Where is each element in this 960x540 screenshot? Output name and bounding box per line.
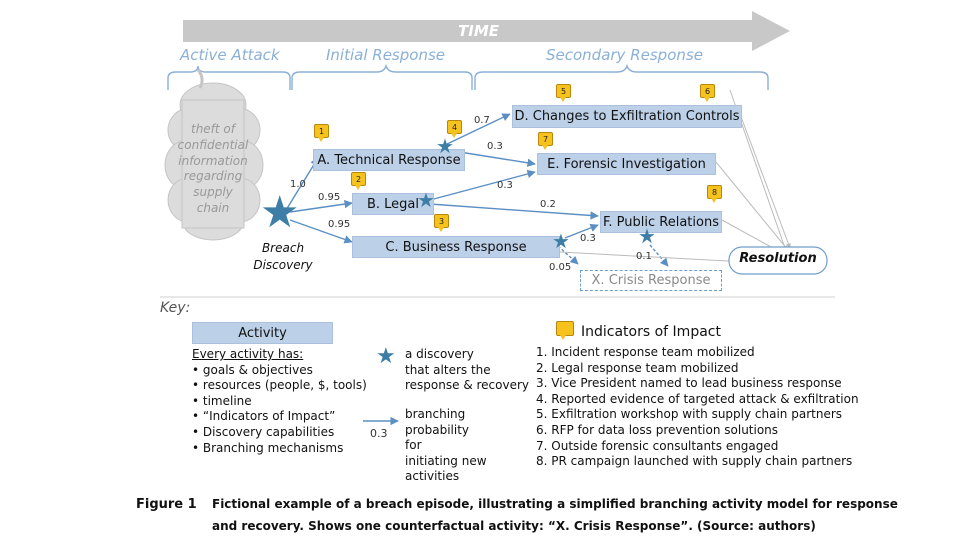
key-indicators-list: 1. Incident response team mobilized 2. L… <box>536 345 859 469</box>
key-discovery-text: a discovery that alters the response & r… <box>405 347 530 393</box>
activity-f-public-relations: F. Public Relations <box>600 211 722 233</box>
prob-to-b: 0.95 <box>318 192 341 203</box>
time-arrow <box>183 11 790 51</box>
prob-a-to-d: 0.7 <box>474 115 490 126</box>
key-activity-box: Activity <box>192 322 333 344</box>
key-discovery-star-icon: ★ <box>376 344 396 369</box>
indicator-bubble-4: 4 <box>447 120 462 138</box>
activity-x-crisis-response: X. Crisis Response <box>580 270 722 291</box>
indicator-bubble-5: 5 <box>556 84 571 102</box>
key-branch-value: 0.3 <box>370 427 388 440</box>
indicator-bubble-1: 1 <box>314 124 329 142</box>
prob-to-c: 0.95 <box>328 219 351 230</box>
activity-b-legal: B. Legal <box>352 193 434 215</box>
discovery-star-icon-f: ★ <box>638 224 656 248</box>
cloud-text: theft of confidential information regard… <box>177 122 249 215</box>
phase-initial-response: Initial Response <box>326 46 445 64</box>
time-label: TIME <box>458 22 499 40</box>
indicator-bubble-2: 2 <box>351 172 366 190</box>
activity-c-business-response: C. Business Response <box>352 236 560 258</box>
cloud-shape <box>164 82 264 241</box>
resolution-label: Resolution <box>739 251 817 266</box>
key-branch-text: branching probability for initiating new… <box>405 407 487 484</box>
prob-b-to-e: 0.3 <box>497 180 513 191</box>
breach-discovery-star-icon: ★ <box>260 187 300 238</box>
key-title: Key: <box>160 300 191 316</box>
prob-c-to-f: 0.3 <box>580 233 596 244</box>
figure-label: Figure 1 <box>136 497 197 512</box>
activity-e-forensic-investigation: E. Forensic Investigation <box>537 153 716 175</box>
discovery-star-icon-a: ★ <box>436 134 454 158</box>
activity-a-technical-response: A. Technical Response <box>313 149 465 171</box>
prob-to-a: 1.0 <box>290 179 306 190</box>
prob-a-to-e: 0.3 <box>487 141 503 152</box>
indicator-bubble-7: 7 <box>538 132 553 150</box>
prob-b-to-f: 0.2 <box>540 199 556 210</box>
prob-c-to-x: 0.05 <box>549 262 572 273</box>
discovery-star-icon-b: ★ <box>417 188 435 212</box>
indicator-bubble-8: 8 <box>707 185 722 203</box>
phase-secondary-response: Secondary Response <box>546 46 703 64</box>
branch-arrows <box>282 113 669 267</box>
prob-f-to-x: 0.1 <box>636 251 652 262</box>
phase-active-attack: Active Attack <box>180 46 280 64</box>
key-indicator-icon <box>556 321 574 340</box>
resolution-box <box>728 246 828 275</box>
indicator-bubble-3: 3 <box>434 214 449 232</box>
activity-d-exfiltration-controls: D. Changes to Exfiltration Controls <box>512 105 742 128</box>
caption-line-2: and recovery. Shows one counterfactual a… <box>212 519 816 533</box>
discovery-star-icon-c: ★ <box>552 229 570 253</box>
phase-brackets <box>167 63 769 90</box>
key-activity-description: Every activity has: • goals & objectives… <box>192 347 367 455</box>
indicator-bubble-6: 6 <box>700 84 715 102</box>
key-indicators-title: Indicators of Impact <box>581 324 721 340</box>
breach-discovery-label: Breach Discovery <box>253 241 313 272</box>
caption-line-1: Fictional example of a breach episode, i… <box>212 497 898 511</box>
